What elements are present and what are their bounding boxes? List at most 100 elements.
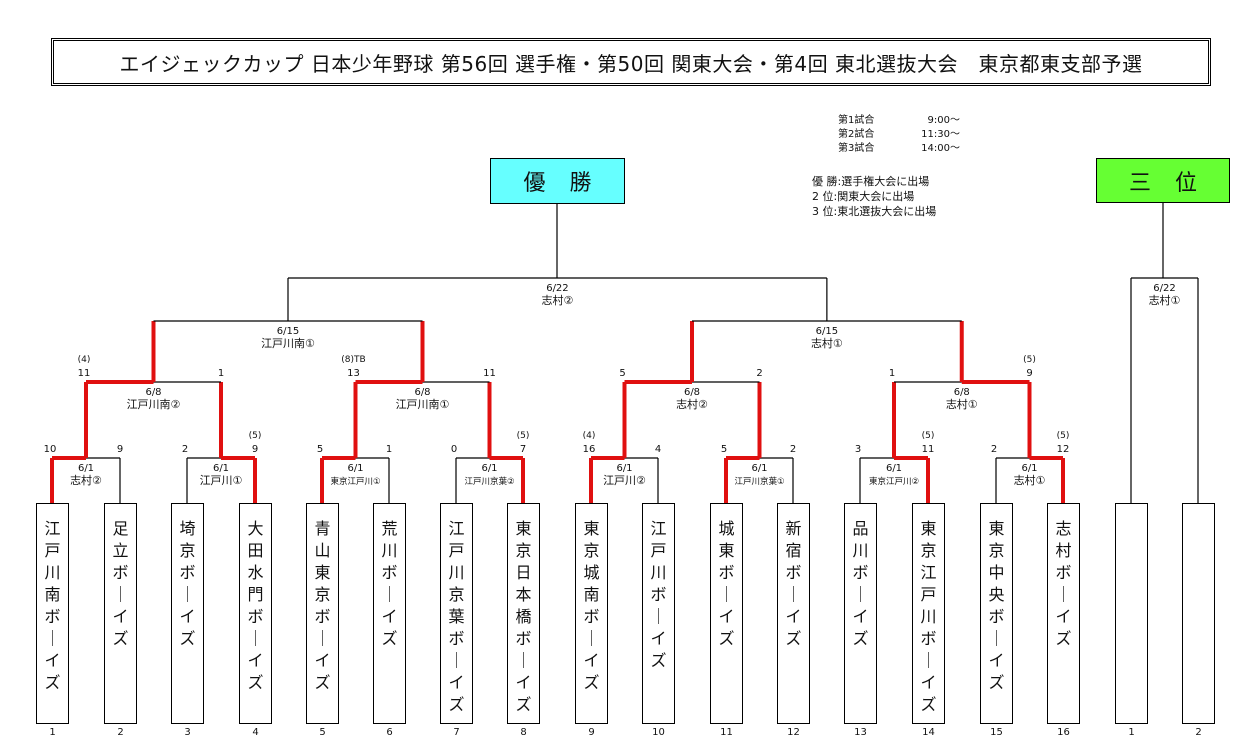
third-place-team-box	[1115, 503, 1148, 724]
round1-date: 6/1	[347, 463, 363, 474]
team-name-char: ｜	[1055, 585, 1072, 604]
round1-venue: 江戸川②	[603, 474, 646, 487]
team-name-char: 品	[852, 519, 869, 538]
team-name-char: ｜	[650, 607, 667, 626]
round1-score: 5	[721, 444, 727, 455]
round1-score: 11	[922, 444, 935, 455]
team-name-char: ボ	[920, 629, 937, 648]
team-name-char: イ	[1055, 607, 1072, 626]
team-name-char: 江	[650, 519, 667, 538]
team-seed-number: 9	[588, 727, 595, 738]
team-box: 江戸川京葉ボ｜イズ	[440, 503, 473, 724]
round2-venue: 江戸川南①	[396, 398, 450, 411]
team-name-char: 村	[1055, 541, 1072, 560]
team-name-char: 京	[515, 541, 532, 560]
round1-note: (5)	[249, 431, 262, 441]
round2-date: 6/8	[684, 387, 700, 398]
round2-score: 1	[889, 368, 895, 379]
team-name-char: ズ	[988, 673, 1005, 692]
team-name-char: 埼	[179, 519, 196, 538]
team-seed-number: 4	[252, 727, 259, 738]
team-name-char: ズ	[44, 673, 61, 692]
team-name-char: 東	[515, 519, 532, 538]
schedule-label: 第2試合	[838, 129, 875, 140]
champion-box: 優勝	[490, 158, 625, 204]
team-name-char: ボ	[247, 607, 264, 626]
team-name-char: ｜	[785, 585, 802, 604]
team-name-char: ｜	[988, 629, 1005, 648]
legend-item: 3 位:東北選抜大会に出場	[812, 205, 937, 218]
team-box: 足立ボ｜イズ	[104, 503, 137, 724]
team-name-char: ボ	[112, 563, 129, 582]
team-name-char: ボ	[583, 607, 600, 626]
round1-venue: 江戸川①	[200, 474, 243, 487]
round1-date: 6/1	[78, 463, 94, 474]
team-name-char: ｜	[112, 585, 129, 604]
team-box: 江戸川南ボ｜イズ	[36, 503, 69, 724]
team-seed-number: 14	[922, 727, 935, 738]
team-name-char: 京	[988, 541, 1005, 560]
round2-date: 6/8	[145, 387, 161, 398]
round1-score: 1	[386, 444, 392, 455]
team-name-char: ズ	[852, 629, 869, 648]
team-name-char: 戸	[448, 541, 465, 560]
team-name-char: 東	[920, 519, 937, 538]
team-name-char: 大	[247, 519, 264, 538]
team-name-char: ボ	[381, 563, 398, 582]
team-box: 東京日本橋ボ｜イズ	[507, 503, 540, 724]
schedule-time: 9:00～	[927, 115, 960, 126]
round1-score: 2	[991, 444, 997, 455]
round1-venue: 江戸川京葉①	[734, 476, 784, 487]
team-box: 荒川ボ｜イズ	[373, 503, 406, 724]
team-name-char: 田	[247, 541, 264, 560]
legend-item: 優 勝:選手権大会に出場	[812, 175, 930, 188]
round2-score: 5	[619, 368, 625, 379]
round1-score: 0	[451, 444, 457, 455]
round1-score: 2	[182, 444, 188, 455]
team-name-char: 江	[920, 563, 937, 582]
team-name-char: ｜	[247, 629, 264, 648]
team-name-char: ズ	[718, 629, 735, 648]
third-place-seed-number: 1	[1128, 727, 1135, 738]
team-box: 東京江戸川ボ｜イズ	[912, 503, 945, 724]
team-name-char: ボ	[852, 563, 869, 582]
team-box: 新宿ボ｜イズ	[777, 503, 810, 724]
team-name-char: 川	[650, 563, 667, 582]
team-name-char: 央	[988, 585, 1005, 604]
round1-venue: 東京江戸川②	[869, 476, 919, 487]
legend-item: 2 位:関東大会に出場	[812, 190, 915, 203]
team-name-char: ズ	[583, 673, 600, 692]
team-name-char: 城	[583, 563, 600, 582]
team-name-char: 京	[448, 585, 465, 604]
team-name-char: ｜	[718, 585, 735, 604]
round2-score: 9	[1026, 368, 1032, 379]
team-name-char: ボ	[1055, 563, 1072, 582]
team-name-char: ボ	[179, 563, 196, 582]
team-name-char: 荒	[381, 519, 398, 538]
team-box: 東京中央ボ｜イズ	[980, 503, 1013, 724]
team-seed-number: 6	[386, 727, 393, 738]
semifinal-venue: 江戸川南①	[261, 337, 315, 350]
team-name-char: ボ	[314, 607, 331, 626]
round1-date: 6/1	[213, 463, 229, 474]
team-name-char: ズ	[112, 629, 129, 648]
team-box: 志村ボ｜イズ	[1047, 503, 1080, 724]
round1-venue: 江戸川京葉②	[464, 476, 514, 487]
round1-date: 6/1	[886, 463, 902, 474]
team-name-char: 山	[314, 541, 331, 560]
team-name-char: イ	[247, 651, 264, 670]
round1-score: 12	[1057, 444, 1070, 455]
team-name-char: ボ	[448, 629, 465, 648]
team-name-char: 東	[583, 519, 600, 538]
qualification-legend: 優 勝:選手権大会に出場 2 位:関東大会に出場 3 位:東北選抜大会に出場	[812, 174, 936, 219]
team-name-char: 新	[785, 519, 802, 538]
round2-note: (8)TB	[341, 355, 365, 365]
semifinal-date: 6/15	[277, 326, 299, 337]
round2-score: 2	[756, 368, 762, 379]
team-name-char: 宿	[785, 541, 802, 560]
team-name-char: イ	[112, 607, 129, 626]
round1-date: 6/1	[481, 463, 497, 474]
